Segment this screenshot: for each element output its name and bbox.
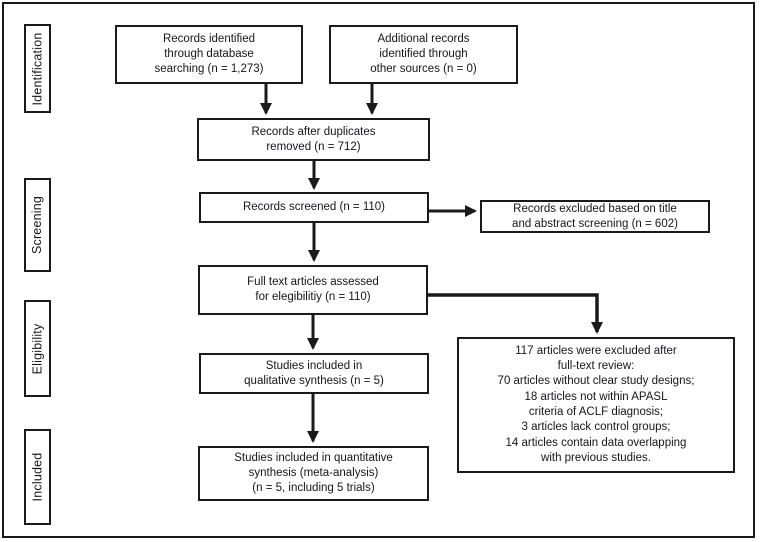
box-records-screened-text: Records screened (n = 110): [242, 201, 385, 214]
stage-included-label: Included: [30, 452, 45, 502]
stage-included: Included: [24, 429, 51, 525]
box-studies-qualitative-synthesis: Studies included in qualitative synthesi…: [199, 353, 429, 394]
outer-frame: [2, 2, 755, 538]
box-records-after-duplicates-removed-text: Records after duplicates removed (n = 71…: [251, 125, 376, 153]
box-records-identified-database-text: Records identified through database sear…: [154, 33, 264, 75]
box-additional-records-other-sources: Additional records identified through ot…: [329, 25, 518, 84]
stage-eligibility: Eligibility: [24, 300, 51, 397]
box-articles-excluded-fulltext-review: 117 articles were excluded after full-te…: [457, 337, 735, 473]
box-records-excluded-title-abstract-text: Records excluded based on title and abst…: [512, 202, 678, 230]
box-studies-quantitative-synthesis-text: Studies included in quantitative synthes…: [234, 452, 393, 494]
stage-eligibility-label: Eligibility: [30, 323, 45, 374]
box-studies-quantitative-synthesis: Studies included in quantitative synthes…: [198, 446, 429, 501]
box-articles-excluded-fulltext-review-text: 117 articles were excluded after full-te…: [497, 344, 695, 464]
box-records-screened: Records screened (n = 110): [199, 192, 429, 223]
box-records-after-duplicates-removed: Records after duplicates removed (n = 71…: [197, 118, 430, 161]
box-records-excluded-title-abstract: Records excluded based on title and abst…: [480, 200, 710, 233]
box-records-identified-database: Records identified through database sear…: [115, 25, 303, 84]
box-fulltext-articles-assessed-text: Full text articles assessed for elegibil…: [247, 276, 379, 303]
box-fulltext-articles-assessed: Full text articles assessed for elegibil…: [198, 265, 428, 315]
stage-screening-label: Screening: [30, 195, 45, 255]
stage-identification-label: Identification: [30, 32, 45, 105]
box-studies-qualitative-synthesis-text: Studies included in qualitative synthesi…: [244, 359, 384, 387]
stage-identification: Identification: [24, 24, 51, 113]
stage-screening: Screening: [24, 178, 51, 272]
box-additional-records-other-sources-text: Additional records identified through ot…: [370, 33, 477, 75]
